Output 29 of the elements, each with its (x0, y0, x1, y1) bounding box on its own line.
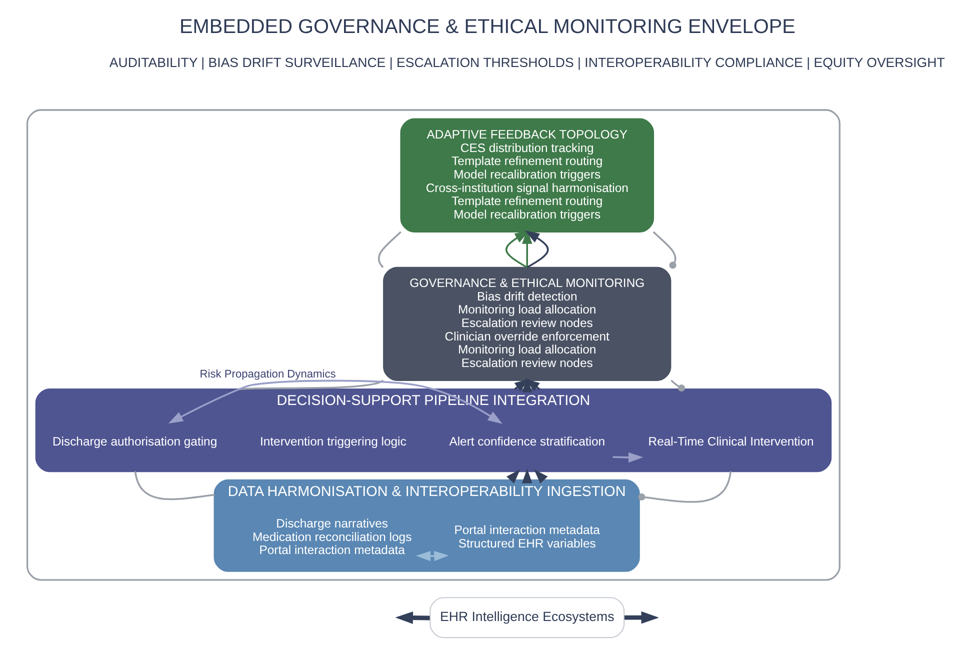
arrow (534, 469, 548, 484)
node-box: EHR Intelligence Ecosystems (430, 597, 625, 638)
cluster (26, 109, 840, 581)
arrow (612, 452, 644, 463)
node-text: Portal interaction metadata Structured EHR variables (454, 523, 600, 551)
edge-label: Risk Propagation Dynamics (200, 368, 336, 380)
connector (238, 380, 384, 390)
connector (652, 231, 676, 269)
arrow (524, 230, 549, 268)
node-text: Intervention triggering logic (260, 434, 406, 449)
arrow (624, 611, 660, 624)
label: AUDITABILITY | BIAS DRIFT SURVEILLANCE | ESCALATION THRESHOLDS | INTEROPERABILITY COMPLIANCE | EQUITY OVERSIGHT (109, 54, 945, 70)
node-box: ADAPTIVE FEEDBACK TOPOLOGY CES distribution tracking Template refinement routing Model recalibration triggers Cross-institution signal harmonisation Template refinement routing Model recalibration triggers (400, 118, 654, 232)
arrow (522, 468, 532, 484)
arrow (168, 380, 502, 424)
connector (134, 471, 215, 500)
arrow (416, 550, 449, 562)
connector (670, 380, 686, 392)
arrow (522, 378, 532, 392)
diagram-title: EMBEDDED GOVERNANCE & ETHICAL MONITORING ENVELOPE (180, 16, 796, 38)
arrow (506, 230, 530, 268)
node-text: Real-Time Clinical Intervention (648, 434, 814, 449)
connector (638, 471, 732, 503)
arrow (506, 469, 520, 484)
arrow (395, 612, 430, 624)
node-text: Discharge narratives Medication reconciliation logs Portal interaction metadata (252, 516, 412, 558)
node-text: Discharge authorisation gating (52, 434, 218, 449)
node-text: Alert confidence stratification (449, 434, 606, 449)
node-box: GOVERNANCE & ETHICAL MONITORING Bias drift detection Monitoring load allocation Escalation review nodes Clinician override enforcement Monitoring load allocation Escalation review nodes (383, 266, 672, 381)
